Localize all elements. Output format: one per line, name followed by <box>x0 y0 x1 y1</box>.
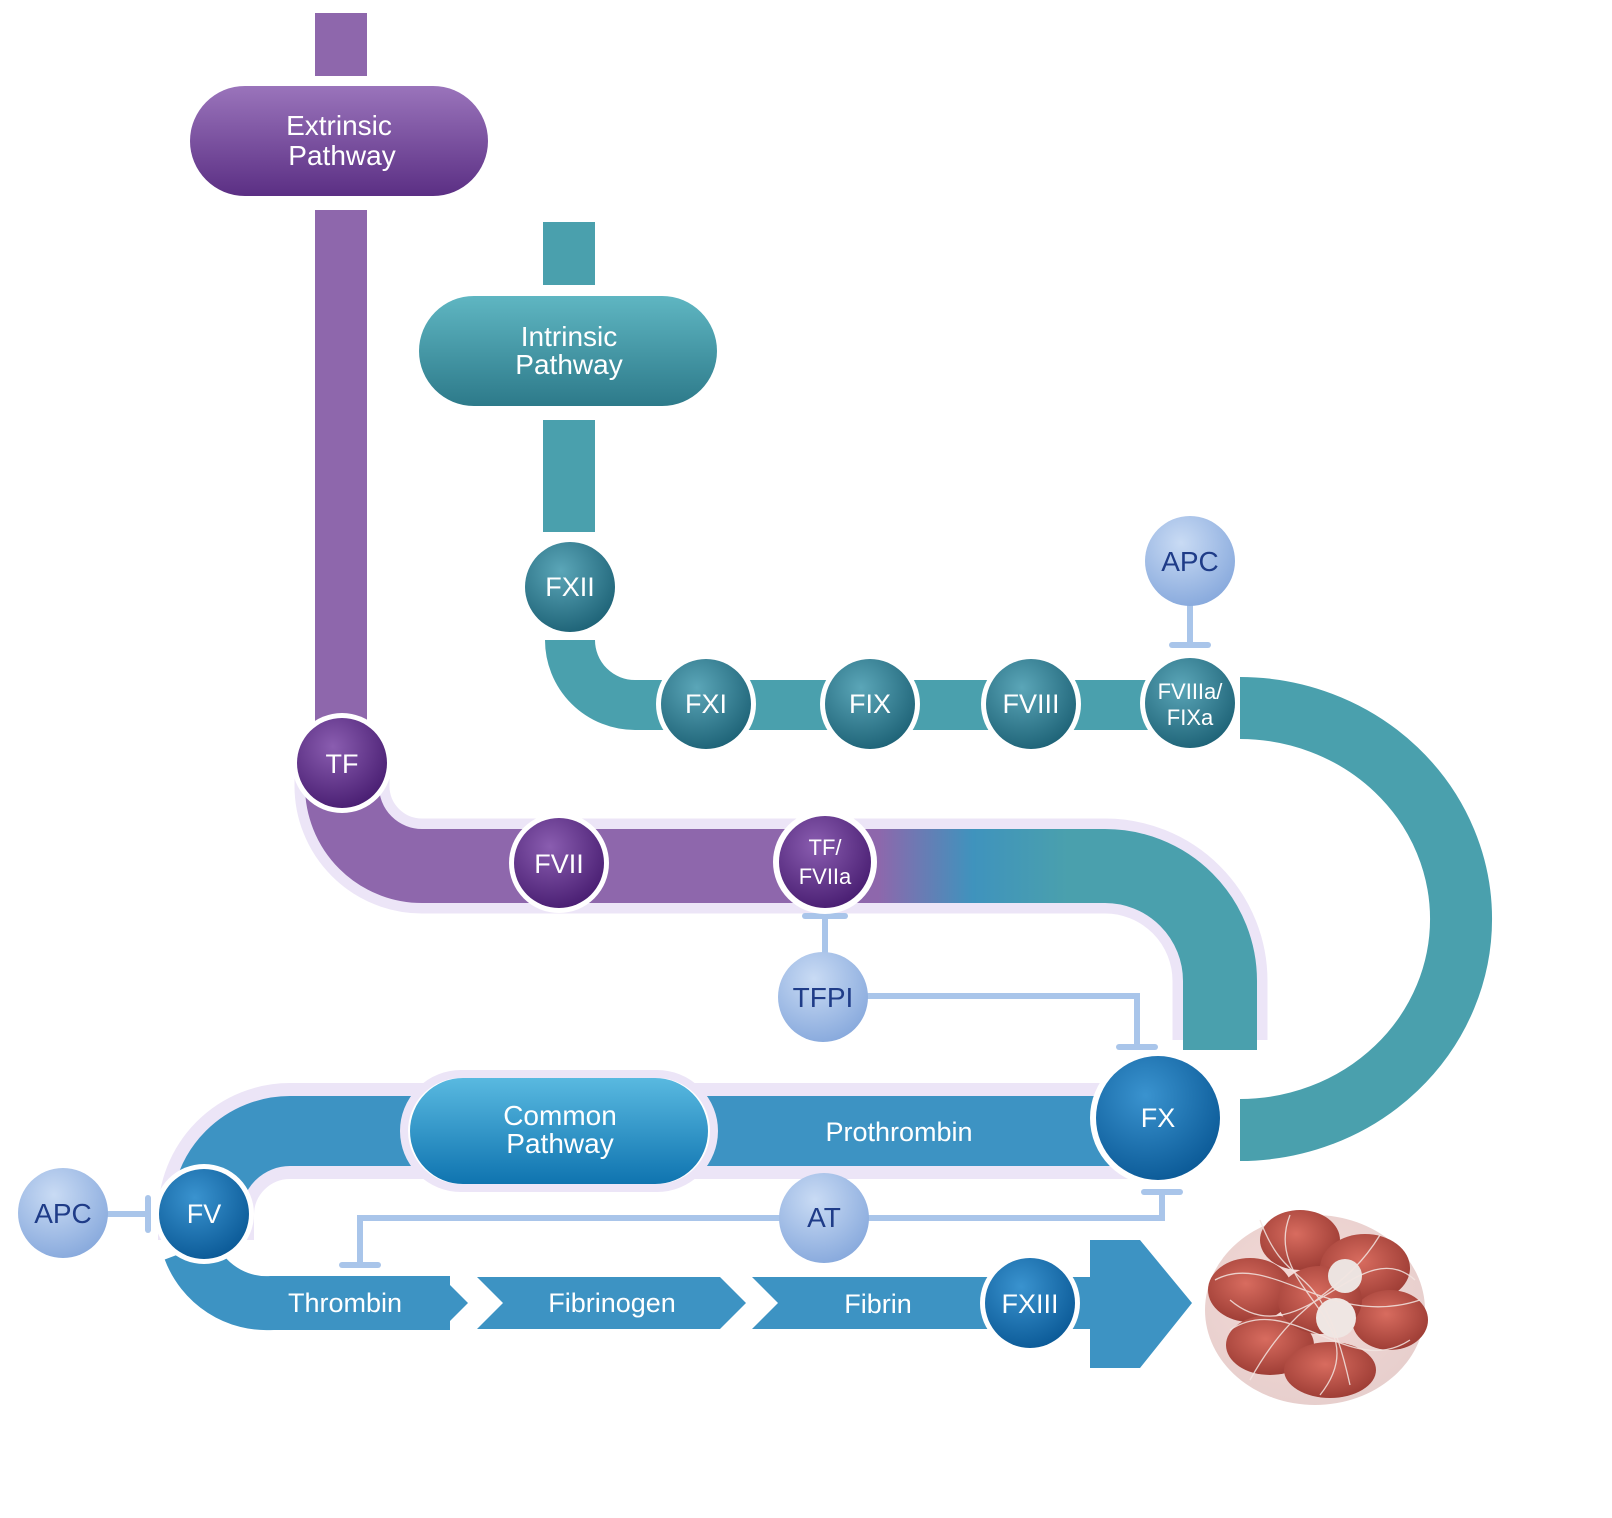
svg-text:FX: FX <box>1141 1103 1176 1133</box>
svg-text:FVIIa: FVIIa <box>799 864 852 889</box>
svg-text:TF/: TF/ <box>809 835 843 860</box>
svg-text:TFPI: TFPI <box>793 982 854 1013</box>
svg-text:APC: APC <box>34 1198 92 1229</box>
intrinsic-pill-line1: Intrinsic <box>521 321 617 352</box>
fibrin-label: Fibrin <box>844 1289 912 1319</box>
extrinsic-to-fx-tube <box>1066 829 1257 1050</box>
intrinsic-pill-line2: Pathway <box>515 349 622 380</box>
common-pill-line2: Pathway <box>506 1128 613 1159</box>
extrinsic-pathway-pill: Extrinsic Pathway <box>190 86 488 196</box>
svg-text:FVIII: FVIII <box>1002 689 1059 719</box>
svg-text:TF: TF <box>326 749 359 779</box>
factor-fxi: FXI <box>656 654 756 754</box>
svg-text:FVII: FVII <box>534 849 584 879</box>
inhibitor-at: AT <box>779 1173 869 1263</box>
fibrinogen-label: Fibrinogen <box>548 1288 676 1318</box>
factor-fviiia-fixa: FVIIIa/ FIXa <box>1140 653 1240 753</box>
common-pill-line1: Common <box>503 1100 617 1131</box>
svg-text:FXI: FXI <box>685 689 727 719</box>
extrinsic-pill-line1: Extrinsic <box>286 110 392 141</box>
fibrin-arrow <box>752 1277 1010 1329</box>
svg-text:FXIII: FXIII <box>1001 1289 1058 1319</box>
factor-fv: FV <box>154 1164 254 1264</box>
thrombin-label: Thrombin <box>288 1288 402 1318</box>
product-arrows <box>270 1240 1192 1368</box>
svg-text:FIX: FIX <box>849 689 891 719</box>
factor-fviii: FVIII <box>981 654 1081 754</box>
clot-icon <box>1205 1210 1428 1405</box>
svg-text:AT: AT <box>807 1202 841 1233</box>
intrinsic-pathway-pill: Intrinsic Pathway <box>419 296 717 406</box>
inhibition-lines <box>105 601 1211 1268</box>
inhibitor-apc-top: APC <box>1145 516 1235 606</box>
svg-text:FV: FV <box>187 1199 222 1229</box>
inhibitor-apc-left: APC <box>18 1168 108 1258</box>
factor-fxii: FXII <box>520 537 620 637</box>
fibrinogen-arrow <box>477 1277 746 1329</box>
prothrombin-label: Prothrombin <box>825 1117 972 1147</box>
factor-fvii: FVII <box>509 813 609 913</box>
common-pathway-pill: Common Pathway <box>400 1070 718 1192</box>
inhibitor-tfpi: TFPI <box>778 952 868 1042</box>
svg-text:FIXa: FIXa <box>1167 705 1214 730</box>
extrinsic-pill-line2: Pathway <box>288 140 395 171</box>
factor-tf: TF <box>292 713 392 813</box>
factor-fx: FX <box>1090 1050 1226 1186</box>
intrinsic-tube <box>543 222 1492 1161</box>
svg-text:FXII: FXII <box>545 572 595 602</box>
factor-fix: FIX <box>820 654 920 754</box>
final-big-arrow <box>1060 1240 1192 1368</box>
thrombin-arrow <box>270 1277 468 1329</box>
clot-caption: Stable Clot <box>1251 1424 1369 1451</box>
svg-text:FVIIIa/: FVIIIa/ <box>1158 679 1224 704</box>
svg-text:APC: APC <box>1161 546 1219 577</box>
factor-fxiii: FXIII <box>980 1253 1080 1353</box>
factor-tf-fviia: TF/ FVIIa <box>773 810 877 914</box>
